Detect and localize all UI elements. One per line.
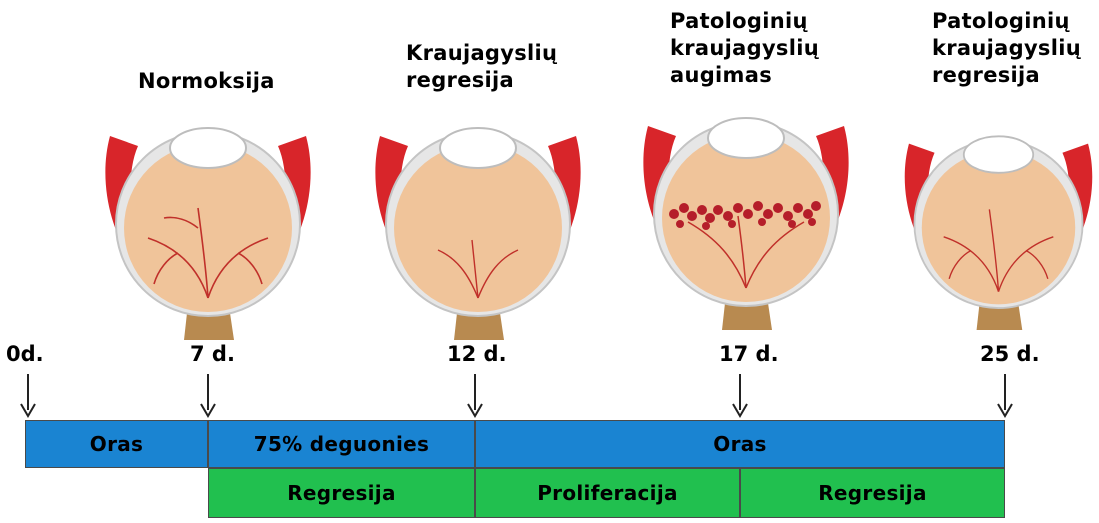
phase-segment-label: Proliferacija	[537, 481, 678, 505]
eye-illustration-pathological-growth	[636, 98, 856, 330]
phase-segment-proliferation: Proliferacija	[475, 468, 740, 518]
stage-title-vessel-regression: Kraujagyslių regresija	[406, 40, 557, 94]
phase-segment-regression-2: Regresija	[740, 468, 1005, 518]
oxygen-segment-label: Oras	[90, 432, 143, 456]
oxygen-segment-air-2: Oras	[475, 420, 1005, 468]
phase-segment-regression-1: Regresija	[208, 468, 475, 518]
stage-title-normoxia: Normoksija	[138, 68, 275, 95]
arrow-down-icon	[198, 374, 218, 418]
arrow-down-icon	[18, 374, 38, 418]
stage-title-pathological-regression: Patologinių kraujagyslių regresija	[932, 8, 1081, 89]
day-label-17: 17 d.	[719, 342, 779, 366]
phase-segment-label: Regresija	[287, 481, 396, 505]
phase-segment-label: Regresija	[818, 481, 927, 505]
day-label-7: 7 d.	[190, 342, 235, 366]
eye-illustration-pathological-regression	[898, 108, 1099, 340]
day-label-12: 12 d.	[447, 342, 507, 366]
eye-illustration-vessel-regression	[368, 108, 588, 340]
stage-title-pathological-growth: Patologinių kraujagyslių augimas	[670, 8, 819, 89]
oxygen-segment-label: Oras	[713, 432, 766, 456]
day-label-25: 25 d.	[980, 342, 1040, 366]
arrow-down-icon	[995, 374, 1015, 418]
eye-illustration-normoxia	[98, 108, 318, 340]
oxygen-segment-75-percent: 75% deguonies	[208, 420, 475, 468]
oxygen-segment-air-1: Oras	[25, 420, 208, 468]
arrow-down-icon	[730, 374, 750, 418]
oxygen-segment-label: 75% deguonies	[254, 432, 429, 456]
day-label-0: 0d.	[6, 342, 44, 366]
arrow-down-icon	[465, 374, 485, 418]
